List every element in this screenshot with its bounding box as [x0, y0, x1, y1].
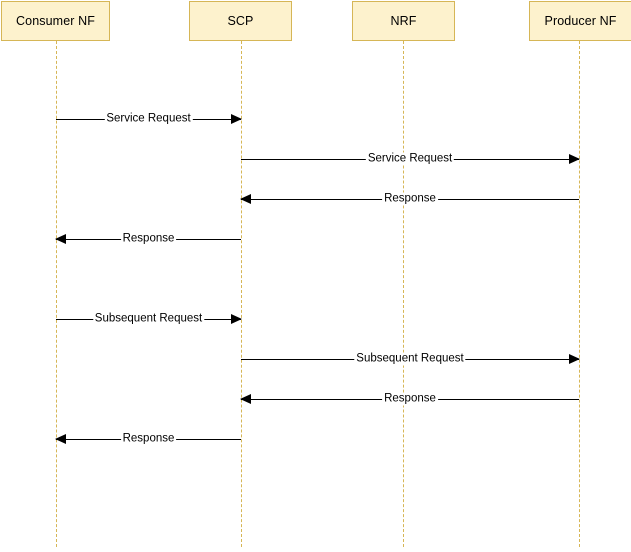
message-line-m2 [241, 159, 579, 160]
message-m2[interactable]: Service Request [241, 149, 580, 169]
message-line-m6 [241, 359, 579, 360]
participant-label-producer-nf: Producer NF [544, 13, 617, 28]
lifeline-producer-nf [579, 41, 580, 547]
message-line-m7 [241, 399, 579, 400]
message-label-m1: Service Request [104, 112, 193, 126]
message-label-m6: Subsequent Request [354, 352, 466, 366]
message-m5[interactable]: Subsequent Request [56, 309, 242, 329]
message-m8[interactable]: Response [55, 429, 241, 449]
message-label-m7: Response [382, 392, 438, 406]
participant-box-scp[interactable]: SCP [189, 1, 292, 41]
participant-box-nrf[interactable]: NRF [352, 1, 455, 41]
message-m1[interactable]: Service Request [56, 109, 242, 129]
message-m6[interactable]: Subsequent Request [241, 349, 580, 369]
participant-label-consumer-nf: Consumer NF [16, 13, 95, 28]
message-m7[interactable]: Response [240, 389, 579, 409]
lifeline-consumer-nf [56, 41, 57, 547]
message-line-m3 [241, 199, 579, 200]
participant-box-consumer-nf[interactable]: Consumer NF [1, 1, 110, 41]
lifeline-scp [241, 41, 242, 547]
participant-label-nrf: NRF [390, 13, 417, 28]
message-label-m2: Service Request [365, 152, 455, 166]
message-label-m3: Response [382, 192, 438, 206]
message-line-m4 [56, 239, 241, 240]
message-line-m8 [56, 439, 241, 440]
participant-label-scp: SCP [227, 13, 254, 28]
message-label-m8: Response [120, 432, 177, 446]
message-label-m5: Subsequent Request [92, 312, 205, 326]
message-m4[interactable]: Response [55, 229, 241, 249]
message-m3[interactable]: Response [240, 189, 579, 209]
participant-box-producer-nf[interactable]: Producer NF [529, 1, 631, 41]
message-line-m1 [56, 119, 241, 120]
lifeline-nrf [403, 41, 404, 547]
message-label-m4: Response [120, 232, 177, 246]
message-line-m5 [56, 319, 241, 320]
